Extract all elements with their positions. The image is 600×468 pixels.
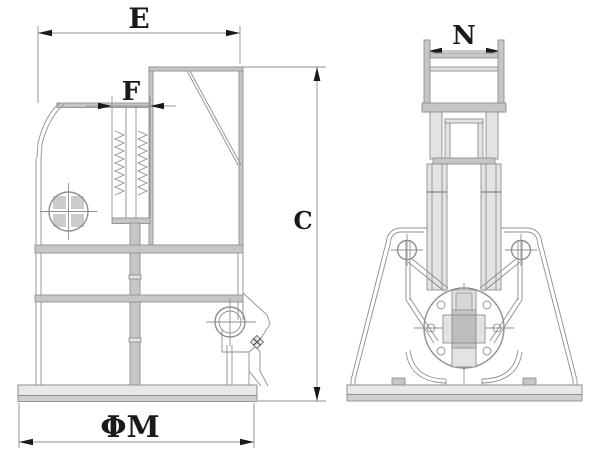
dimension-m: ΦM xyxy=(18,403,255,448)
dimension-e-label: E xyxy=(128,2,149,35)
side-view: E xyxy=(17,2,326,448)
spring-posts xyxy=(111,107,151,224)
dimension-n-label: N xyxy=(452,21,476,51)
base-plate-front xyxy=(346,384,583,402)
dimension-c: C xyxy=(243,66,326,402)
dimension-c-label: C xyxy=(293,206,312,235)
bolt-hole xyxy=(426,323,436,333)
base-plate-side xyxy=(17,384,258,402)
arrow-up-icon xyxy=(313,67,321,81)
bolt-hole xyxy=(482,346,492,356)
arrow-right-icon xyxy=(240,438,254,446)
bolt-hole xyxy=(482,300,492,310)
center-mark-icon xyxy=(40,183,97,240)
gusset-left xyxy=(350,227,449,385)
bolt-hole xyxy=(436,300,446,310)
arrow-down-icon xyxy=(313,387,321,401)
dimension-m-label: ΦM xyxy=(100,410,159,445)
mast-leg-right xyxy=(480,163,502,291)
arrow-right-icon xyxy=(226,29,240,37)
jaw-assembly xyxy=(206,292,271,387)
dimension-f-label: F xyxy=(122,77,141,107)
arrow-left-icon xyxy=(150,102,164,110)
diagonal-brace xyxy=(189,70,242,166)
arrow-left-icon xyxy=(38,29,52,37)
arrow-right-icon xyxy=(98,102,112,110)
dimension-e: E xyxy=(37,2,241,103)
front-view: N xyxy=(346,21,583,402)
grease-fitting-icon xyxy=(249,334,265,350)
arrow-left-icon xyxy=(19,438,33,446)
bolt-hole xyxy=(492,323,502,333)
shaft-hub xyxy=(442,289,486,368)
mast-leg-left xyxy=(426,163,448,291)
dimension-f: F xyxy=(86,77,176,110)
spring-left-icon xyxy=(113,130,126,196)
gusset-right xyxy=(479,227,578,385)
bolt-hole xyxy=(436,346,446,356)
side-view-body xyxy=(17,66,271,402)
front-view-body xyxy=(346,39,583,402)
spring-right-icon xyxy=(136,130,149,196)
